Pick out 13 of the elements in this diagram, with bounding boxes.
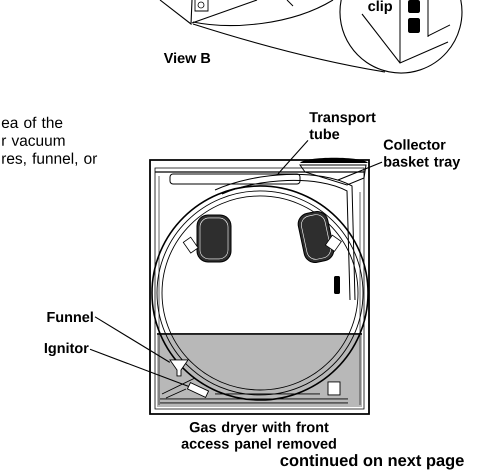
part-label: Collector basket tray <box>384 139 460 170</box>
body-text: ea of the r vacuum res, funnel, or <box>2 116 98 166</box>
leader-line <box>90 348 188 387</box>
view-label: View B <box>164 52 210 64</box>
leader-line <box>338 162 382 180</box>
figure-caption: Gas dryer with front access panel removed <box>182 422 336 452</box>
leader-line <box>276 140 308 176</box>
continuation-note: continued on next page <box>280 454 464 470</box>
part-label: Ignitor <box>44 342 89 356</box>
leader-line <box>94 316 170 363</box>
part-label: Funnel <box>47 312 93 322</box>
part-label: clip <box>368 0 392 14</box>
part-label: Transport tube <box>309 112 376 140</box>
